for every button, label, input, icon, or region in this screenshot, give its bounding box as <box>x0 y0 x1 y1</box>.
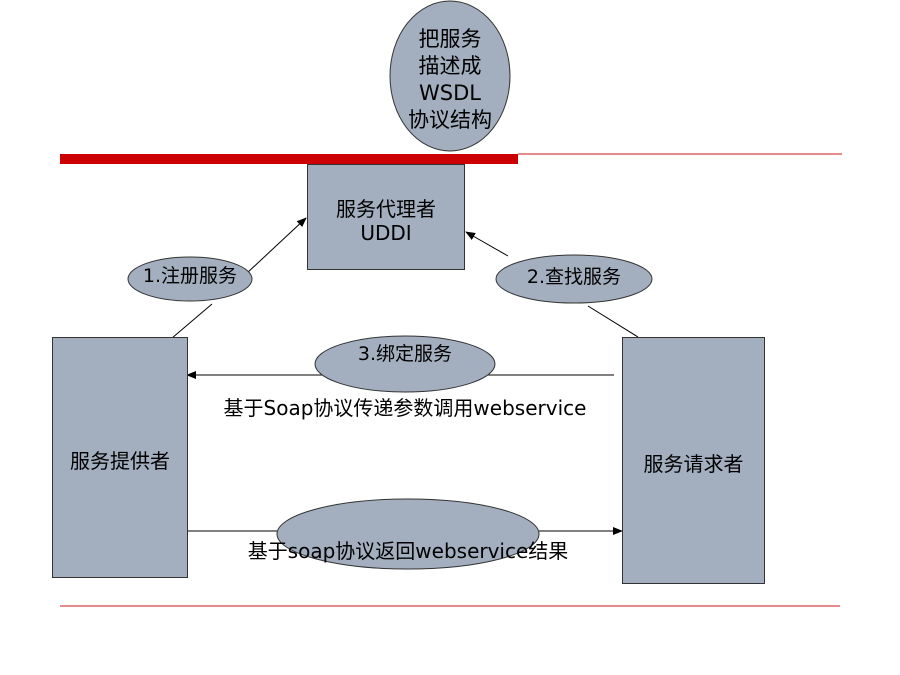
request-caption: 基于Soap协议传递参数调用webservice <box>223 396 587 420</box>
provider-box <box>52 337 188 578</box>
register-step-label: 1.注册服务 <box>142 265 238 287</box>
requester-box <box>622 337 765 584</box>
bind-step-label: 3.绑定服务 <box>357 343 453 365</box>
provider-label: 服务提供者 <box>70 449 170 473</box>
broker-name: 服务代理者 <box>336 197 436 221</box>
bind-step-ellipse <box>314 335 496 393</box>
response-caption: 基于soap协议返回webservice结果 <box>247 539 569 563</box>
register-step-ellipse <box>127 256 253 302</box>
find-arrow <box>465 231 509 257</box>
broker-label: 服务代理者 UDDI <box>307 197 465 245</box>
top-note-ellipse <box>389 0 511 152</box>
register-arrow <box>245 217 307 275</box>
top-note-text: 把服务 描述成 WSDL 协议结构 <box>390 26 510 134</box>
top-note-line-4: 协议结构 <box>408 108 492 132</box>
requester-label: 服务请求者 <box>643 452 744 476</box>
find-step-ellipse <box>495 254 653 304</box>
find-step-label: 2.查找服务 <box>526 266 622 288</box>
top-rule-thick <box>60 154 518 164</box>
find-line-lower <box>587 305 639 338</box>
response-ellipse <box>276 498 540 570</box>
top-note-line-1: 把服务 <box>418 27 482 51</box>
broker-uddi: UDDI <box>360 221 412 245</box>
top-note-line-3: WSDL <box>419 81 481 105</box>
broker-box <box>307 164 465 270</box>
top-note-line-2: 描述成 <box>418 54 482 78</box>
